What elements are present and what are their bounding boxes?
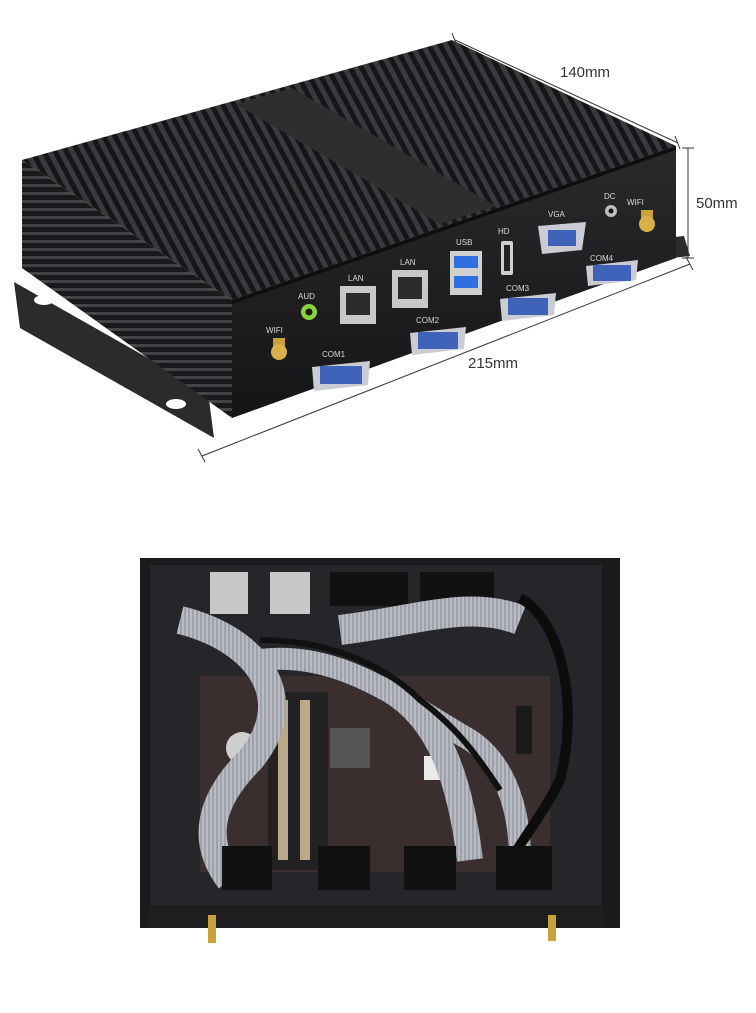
port-label-wifi-left: WIFI <box>266 326 283 335</box>
mounting-bracket-left <box>14 282 214 438</box>
dimension-height-label: 50mm <box>696 195 738 212</box>
port-label-lan-2: LAN <box>400 258 416 267</box>
port-label-com2: COM2 <box>416 316 440 325</box>
ribbon-cable-1 <box>176 606 287 889</box>
port-label-usb: USB <box>456 238 472 247</box>
port-label-com4: COM4 <box>590 254 614 263</box>
port-label-aud: AUD <box>298 292 315 301</box>
ribbon-cable-2 <box>338 596 526 645</box>
mini-pc-exterior-photo: WIFI AUD LAN LAN USB HD VGA DC <box>14 40 690 438</box>
mini-pc-interior-photo <box>140 558 620 943</box>
com-port-3 <box>500 293 556 321</box>
heatsink-side-wall <box>22 160 232 418</box>
bottom-antenna-right <box>548 915 556 941</box>
width-dimension-line <box>201 263 691 457</box>
port-label-com3: COM3 <box>506 284 530 293</box>
dimension-depth-label: 140mm <box>560 64 611 81</box>
internal-usb-1 <box>210 572 248 614</box>
black-cable <box>495 593 573 883</box>
center-plate <box>236 88 496 224</box>
dimension-lines <box>197 32 694 463</box>
port-label-vga: VGA <box>548 210 566 219</box>
port-label-com1: COM1 <box>322 350 346 359</box>
com-port-4 <box>586 260 638 286</box>
port-label-wifi-right: WIFI <box>627 198 644 207</box>
port-label-dc: DC <box>604 192 616 201</box>
depth-dimension-line <box>454 39 679 144</box>
port-label-hd: HD <box>498 227 510 236</box>
port-label-lan-1: LAN <box>348 274 364 283</box>
com-port-1 <box>312 361 370 391</box>
internal-usb-2 <box>270 572 310 614</box>
dimension-width-label: 215mm <box>468 355 519 372</box>
wifi-antenna-right <box>639 210 655 232</box>
wifi-antenna-left <box>271 338 287 360</box>
bottom-antenna-left <box>208 915 216 943</box>
com-port-2 <box>410 327 466 355</box>
